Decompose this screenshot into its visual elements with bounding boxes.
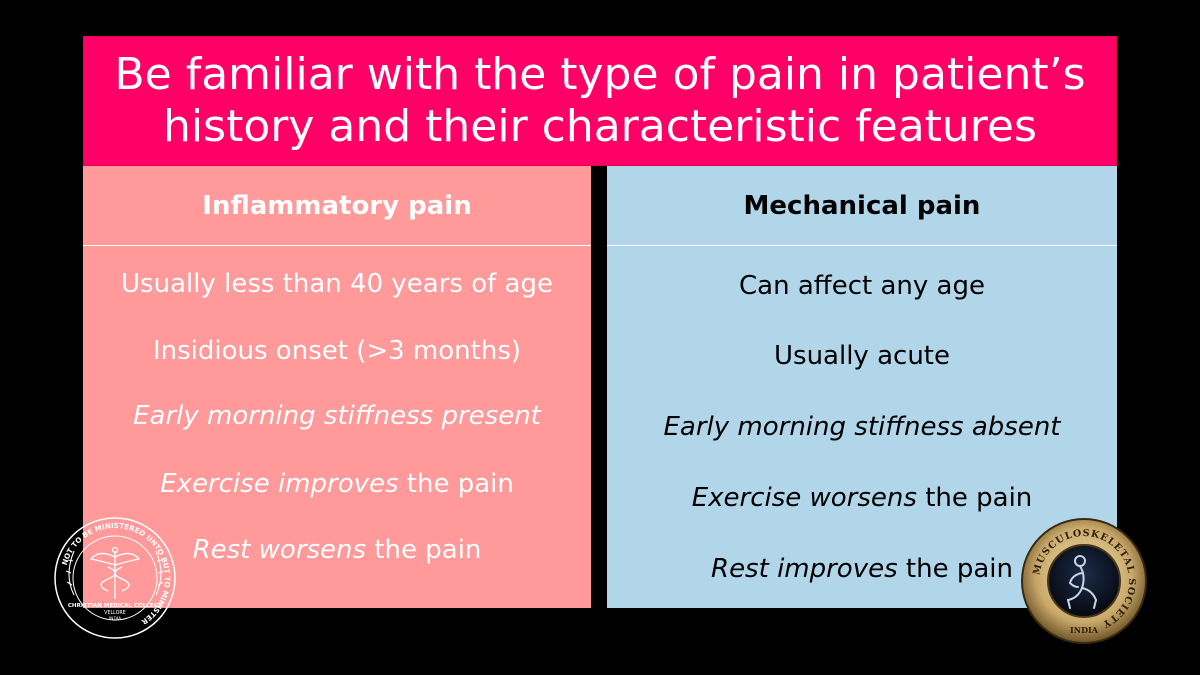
mechanical-item: Exercise worsens the pain [691,483,1033,513]
inflammatory-item: Early morning stiffness present [133,401,541,431]
mechanical-item: Rest improves the pain [711,554,1013,584]
society-badge-icon: MUSCULOSKELETAL SOCIETY INDIA [1021,518,1147,644]
mechanical-item: Can affect any age [739,271,985,301]
badge-country: INDIA [1070,625,1099,635]
slide-title-line-2: history and their characteristic feature… [163,101,1037,152]
slide-title-line-1: Be familiar with the type of pain in pat… [114,49,1086,100]
slide-title: Be familiar with the type of pain in pat… [83,36,1117,166]
mechanical-item: Usually acute [774,341,950,371]
seal-caduceus-icon [89,546,141,599]
inflammatory-item: Insidious onset (>3 months) [152,336,522,366]
seal-outer-ring [54,517,176,639]
seal-inner-ring [72,535,158,621]
seal-laurel-icon [65,550,165,596]
mechanical-pain-column: Mechanical pain Can affect any age Usual… [607,166,1117,608]
inflammatory-pain-list: Usually less than 40 years of age Insidi… [83,246,591,608]
inflammatory-item: Usually less than 40 years of age [121,269,553,299]
mechanical-pain-list: Can affect any age Usually acute Early m… [607,246,1117,608]
seal-college-name: CHRISTIAN MEDICAL COLLEGE [68,603,163,609]
seal-city: VELLORE [104,610,126,616]
inflammatory-pain-column: Inflammatory pain Usually less than 40 y… [83,166,591,608]
mechanical-pain-heading: Mechanical pain [607,166,1117,246]
college-seal-icon: NOT TO BE MINISTERED UNTO BUT TO MINISTE… [54,517,176,639]
skeleton-thinker-icon [1067,555,1097,609]
inflammatory-item: Exercise improves the pain [160,469,514,499]
mechanical-item: Early morning stiffness absent [663,412,1061,442]
inflammatory-pain-heading: Inflammatory pain [83,166,591,246]
seal-country: INDIA [109,616,121,622]
inflammatory-item: Rest worsens the pain [192,535,482,565]
